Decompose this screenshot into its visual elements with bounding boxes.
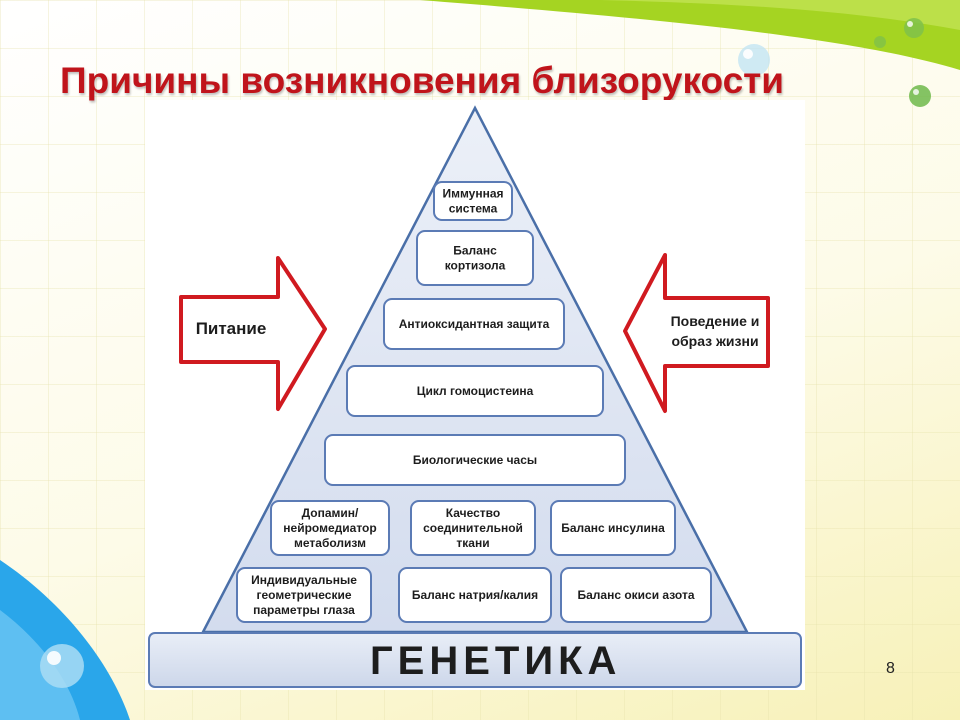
page-number: 8 [886, 660, 895, 677]
label-line: Антиоксидантная защита [399, 317, 550, 331]
label-line: Питание [196, 319, 267, 338]
genetics-label: ГЕНЕТИКА [370, 639, 621, 683]
left-arrow: Питание [179, 256, 327, 411]
factor-box-label: Баланс инсулина [561, 521, 665, 535]
label-line: система [449, 202, 498, 216]
label-line: Баланс окиси азота [577, 588, 694, 602]
water-drop-icon [40, 644, 84, 688]
factor-box-frame [410, 500, 536, 556]
water-drop-icon [904, 18, 924, 38]
label-line: Качество [446, 506, 500, 520]
genetics-base: ГЕНЕТИКА [148, 632, 802, 688]
factor-box-frame [433, 181, 513, 221]
factor-box-label: Баланс окиси азота [577, 588, 694, 602]
factor-box-label: Баланс натрия/калия [412, 588, 538, 602]
label-line: Иммунная [442, 187, 503, 201]
factor-box-label: Антиоксидантная защита [399, 317, 550, 331]
label-line: Индивидуальные [251, 573, 357, 587]
factor-box-frame [270, 500, 390, 556]
label-line: Биологические часы [413, 453, 537, 467]
green-swoosh [420, 0, 960, 70]
water-drop-icon [874, 36, 886, 48]
factor-box-frame [416, 230, 534, 286]
factor-box-frame [560, 567, 712, 623]
label-line: Баланс [453, 244, 497, 258]
factor-box-frame [398, 567, 552, 623]
label-line: образ жизни [671, 333, 758, 349]
label-line: Цикл гомоцистеина [417, 384, 534, 398]
factor-box-insulin: Баланс инсулина [550, 500, 676, 556]
label-line: Допамин/ [302, 506, 359, 520]
factor-box-antioxidant: Антиоксидантная защита [383, 298, 565, 350]
factor-box-homocysteine: Цикл гомоцистеина [346, 365, 604, 417]
factor-box-frame [346, 365, 604, 417]
factor-box-nitric-oxide: Баланс окиси азота [560, 567, 712, 623]
arrow-label-lifestyle: Поведение и образ жизни [671, 313, 760, 349]
arrow-label-nutrition: Питание [196, 319, 267, 338]
factor-box-biological-clock: Биологические часы [324, 434, 626, 486]
label-line: Баланс натрия/калия [412, 588, 538, 602]
factor-box-frame [236, 567, 372, 623]
label-line: параметры глаза [253, 603, 355, 617]
label-line: нейромедиатор [283, 521, 376, 535]
label-line: геометрические [256, 588, 351, 602]
factor-box-frame [550, 500, 676, 556]
label-line: метаболизм [294, 536, 366, 550]
factor-box-label: Цикл гомоцистеина [417, 384, 534, 398]
label-line: Баланс инсулина [561, 521, 665, 535]
label-line: ткани [456, 536, 489, 550]
factor-box-frame [324, 434, 626, 486]
right-arrow: Поведение и образ жизни [623, 253, 770, 413]
factor-box-label: Биологические часы [413, 453, 537, 467]
slide-title: Причины возникновения близорукости [60, 60, 785, 101]
factor-box-sodium-potassium: Баланс натрия/калия [398, 567, 552, 623]
label-line: кортизола [445, 259, 506, 273]
label-line: Поведение и [671, 313, 760, 329]
label-line: соединительной [423, 521, 523, 535]
factor-box-frame [383, 298, 565, 350]
